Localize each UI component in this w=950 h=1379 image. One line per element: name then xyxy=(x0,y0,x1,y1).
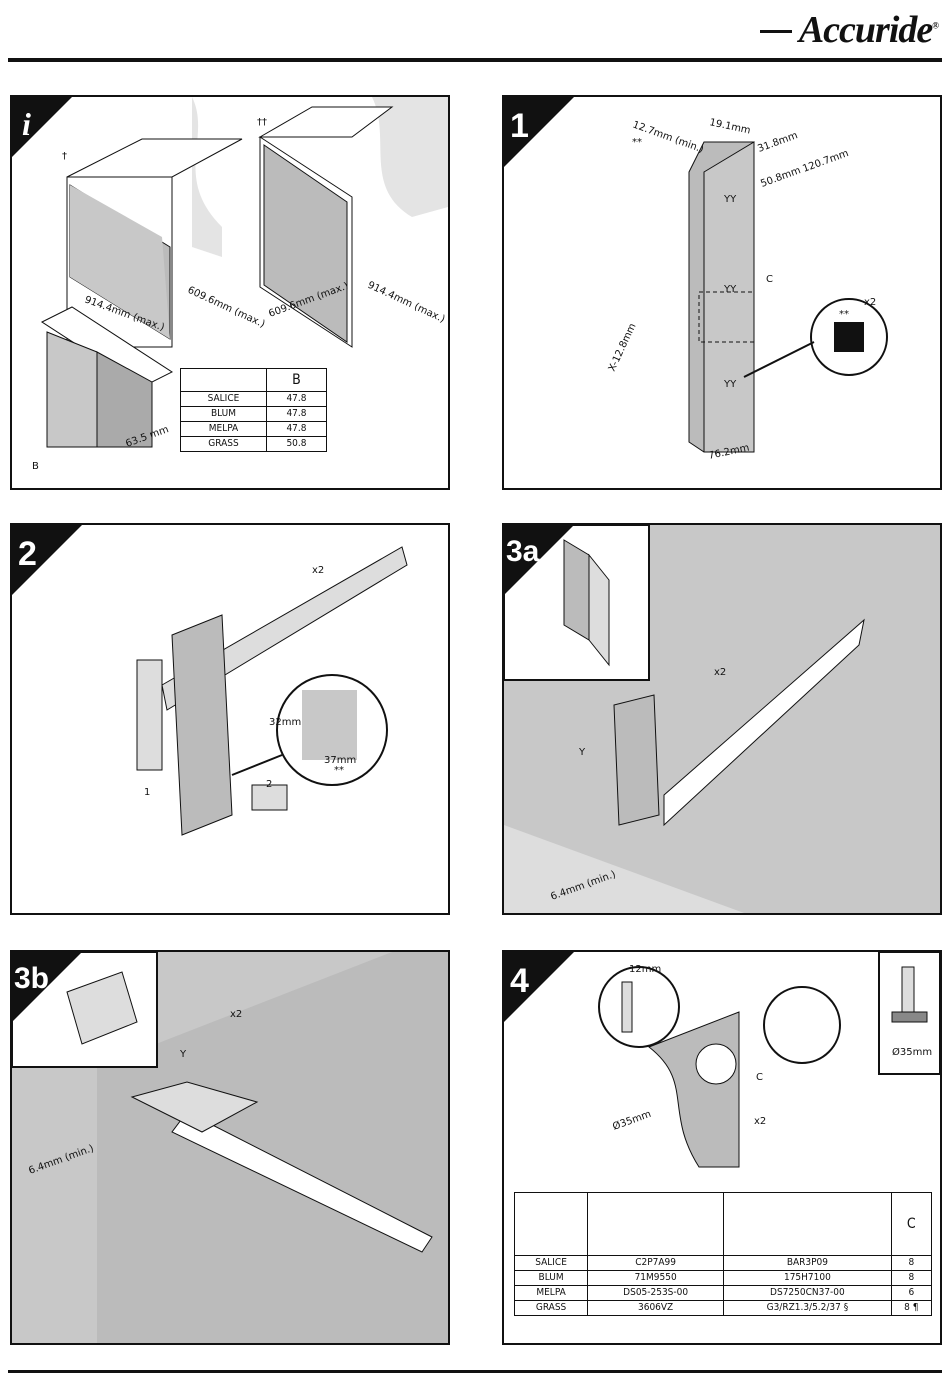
panel-step-2: 2 x2 32mm 37mm ** 1 2 xyxy=(10,523,450,915)
step-badge-4: 4 xyxy=(510,962,529,1000)
step-badge-2: 2 xyxy=(18,535,37,573)
panel-step-3a-drawing: 3a x2 Y 6.4mm (min.) xyxy=(504,525,940,913)
dim-35-cutter: Ø35mm xyxy=(892,1046,932,1058)
panel-step-1: 1 19.1mm 12.7mm (min.) ** 31.8mm 50.8mm … xyxy=(502,95,942,490)
router-star: ** xyxy=(839,309,849,320)
part-2: 2 xyxy=(266,779,272,790)
yy-label-2: YY xyxy=(723,284,737,295)
dim-12: 12mm xyxy=(629,964,661,975)
dim-35-hole: Ø35mm xyxy=(611,1108,653,1133)
dim-b-mark: B xyxy=(32,461,39,472)
panel-step-3a: 3a x2 Y 6.4mm (min.) xyxy=(502,523,942,915)
panel-info: i † †† 914.4mm (max.) 609.6mm (max.) 609… xyxy=(10,95,450,490)
panel-info-drawing: i † †† 914.4mm (max.) 609.6mm (max.) 609… xyxy=(12,97,448,472)
logo-swoosh xyxy=(760,30,792,33)
dim-min: 12.7mm (min.) xyxy=(631,119,705,155)
step-badge-1: 1 xyxy=(510,107,529,145)
router-qty: x2 xyxy=(864,297,876,308)
panel-step-3b-drawing: 3b x2 Y 6.4mm (min.) xyxy=(12,952,448,1343)
panel-step-1-drawing: 1 19.1mm 12.7mm (min.) ** 31.8mm 50.8mm … xyxy=(504,97,888,462)
cabinet1-mark: † xyxy=(62,151,67,162)
header-rule xyxy=(8,58,942,62)
y-label-3b: Y xyxy=(179,1049,187,1060)
hinge-icon xyxy=(587,1192,725,1256)
dim-32: 32mm xyxy=(269,717,301,728)
dim-height-2: 914.4mm (max.) xyxy=(366,280,447,326)
qty-label: x2 xyxy=(312,565,324,576)
dim-31: 31.8mm xyxy=(756,130,799,155)
dim-19: 19.1mm xyxy=(708,117,751,136)
step-badge-3a: 3a xyxy=(506,535,540,568)
step-badge-i: i xyxy=(22,106,31,142)
panel-step-3b: 3b x2 Y 6.4mm (min.) xyxy=(10,950,450,1345)
dim-120: 120.7mm xyxy=(801,148,850,175)
centerline-mark: C xyxy=(766,274,773,285)
qty-label-4: x2 xyxy=(754,1116,766,1127)
panel-step-2-drawing: 2 x2 32mm 37mm ** 1 2 xyxy=(12,525,408,836)
cabinet2-mark: †† xyxy=(257,117,267,128)
dim-50: 50.8mm xyxy=(759,165,802,190)
qty-label-3b: x2 xyxy=(230,1009,242,1020)
dim-37: 37mm xyxy=(324,755,356,766)
dim-c: C xyxy=(756,1072,763,1083)
panel-step-4-drawing: 4 12mm Ø35mm Ø35mm C x2 xyxy=(504,952,940,1168)
dim-x: X-12.8mm xyxy=(607,322,639,374)
footer-rule xyxy=(8,1370,942,1373)
qty-label-3a: x2 xyxy=(714,667,726,678)
dim-height-1: 609.6mm (max.) xyxy=(186,285,267,331)
mounting-plate-icon xyxy=(723,1192,892,1256)
dim-37-star: ** xyxy=(334,765,344,776)
step-badge-3b: 3b xyxy=(14,962,49,995)
yy-label-1: YY xyxy=(723,194,737,205)
brand-logo: Accuride® xyxy=(798,9,939,51)
part-1: 1 xyxy=(144,787,150,798)
y-label-3a: Y xyxy=(578,747,586,758)
yy-label-3: YY xyxy=(723,379,737,390)
dim-min-star: ** xyxy=(632,137,642,148)
